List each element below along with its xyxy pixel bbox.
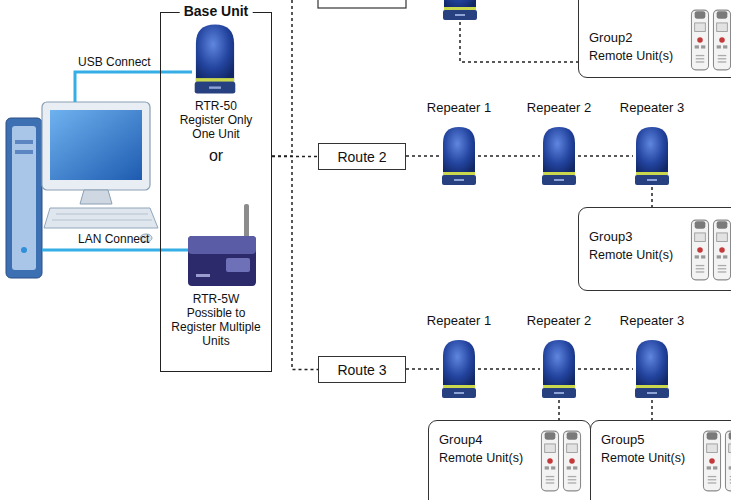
repeater-label: Repeater 1 xyxy=(423,100,496,115)
text-label: USB Connect xyxy=(78,55,151,69)
group-box: Group4Remote Unit(s) xyxy=(428,420,591,500)
repeater-device xyxy=(633,125,671,187)
group-subtitle: Remote Unit(s) xyxy=(591,449,731,467)
repeater-device xyxy=(540,125,578,187)
dotted-connector xyxy=(406,368,440,370)
remote-unit-image xyxy=(713,10,730,70)
repeater-device-image xyxy=(635,127,669,185)
text-label: LAN Connect xyxy=(78,232,149,246)
remote-unit-image xyxy=(691,10,708,70)
trunk-line xyxy=(291,0,293,156)
group-title: Group2 xyxy=(579,29,731,47)
usb-cable xyxy=(75,72,192,102)
group-subtitle: Remote Unit(s) xyxy=(579,47,731,65)
dotted-connector xyxy=(651,187,653,207)
repeater-device xyxy=(440,338,478,400)
rtr-50-device xyxy=(195,24,236,93)
repeater-device-image xyxy=(542,340,576,398)
remote-unit-icons xyxy=(690,8,731,72)
repeater-device-image xyxy=(442,340,476,398)
repeater-device-image xyxy=(635,340,669,398)
repeater-device xyxy=(540,338,578,400)
group-box: Group2Remote Unit(s) xyxy=(578,0,731,78)
repeater-partial xyxy=(443,0,477,20)
repeater-label: Repeater 3 xyxy=(616,100,689,115)
route-box-partial xyxy=(318,0,406,8)
remote-unit-icons xyxy=(690,218,731,282)
text-label: Possible to Register Multiple Units xyxy=(164,306,268,348)
remote-unit-image xyxy=(713,220,730,280)
dotted-connector xyxy=(478,155,540,157)
dotted-connector xyxy=(558,400,560,420)
group-box: Group3Remote Unit(s) xyxy=(578,207,731,291)
remote-unit-image xyxy=(703,431,720,491)
dotted-link xyxy=(460,22,578,62)
remote-unit-icons xyxy=(540,429,584,493)
dotted-connector xyxy=(651,400,653,420)
dotted-connector xyxy=(578,155,633,157)
repeater-label: Repeater 2 xyxy=(523,100,596,115)
route-box: Route 2 xyxy=(318,143,406,170)
group-title: Group3 xyxy=(579,228,731,246)
rtr-5w-device xyxy=(188,204,256,286)
route-label: Route 2 xyxy=(337,149,386,165)
repeater-node: Repeater 3 xyxy=(616,100,689,187)
repeater-label: Repeater 2 xyxy=(523,313,596,328)
repeater-node: Repeater 2 xyxy=(523,100,596,187)
remote-unit-image xyxy=(691,220,708,280)
group-title: Group4 xyxy=(429,431,590,449)
remote-unit-image xyxy=(541,431,558,491)
text-label: or xyxy=(160,146,272,165)
repeater-device xyxy=(633,338,671,400)
repeater-label: Repeater 3 xyxy=(616,313,689,328)
remote-unit-icons xyxy=(702,429,731,493)
repeater-device-image xyxy=(542,127,576,185)
dotted-connector xyxy=(578,368,633,370)
route-box: Route 3 xyxy=(318,356,406,383)
route-label: Route 3 xyxy=(337,362,386,378)
group-subtitle: Remote Unit(s) xyxy=(429,449,590,467)
dotted-connector xyxy=(406,155,440,157)
repeater-node: Repeater 1 xyxy=(423,313,496,400)
lan-cable xyxy=(42,249,188,252)
text-label: Register Only One Unit xyxy=(171,113,261,141)
repeater-node: Repeater 3 xyxy=(616,313,689,400)
repeater-node: Repeater 2 xyxy=(523,313,596,400)
text-label: RTR-50 xyxy=(160,99,272,113)
group-title: Group5 xyxy=(591,431,731,449)
remote-unit-image xyxy=(563,431,580,491)
group-subtitle: Remote Unit(s) xyxy=(579,246,731,264)
repeater-label: Repeater 1 xyxy=(423,313,496,328)
repeater-node: Repeater 1 xyxy=(423,100,496,187)
repeater-device-image xyxy=(442,127,476,185)
base-unit-heading: Base Unit xyxy=(180,3,253,19)
computer-illustration xyxy=(6,102,158,278)
repeater-device xyxy=(440,125,478,187)
text-label: RTR-5W xyxy=(160,292,272,306)
remote-unit-image xyxy=(725,431,731,491)
group-box: Group5Remote Unit(s) xyxy=(590,420,731,500)
dotted-connector xyxy=(272,156,318,370)
dotted-connector xyxy=(478,368,540,370)
